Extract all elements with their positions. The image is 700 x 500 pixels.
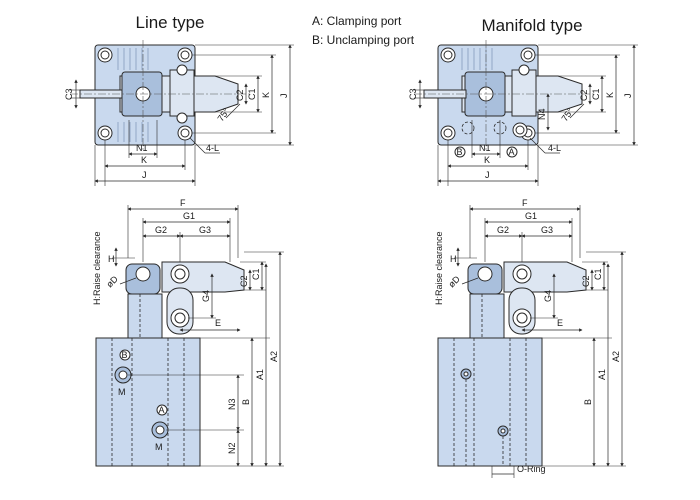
dim-g1-manifold: G1 [525,211,537,221]
port-b-manifold-top: B [457,147,463,157]
dim-n3-line: N3 [227,398,237,410]
port-a-side-line: A [159,405,165,415]
dim-k-horiz-manifold: K [484,155,490,165]
dim-d-line: øD [104,274,120,290]
dim-e-line: E [215,318,221,328]
dim-4l-line: 4-L [206,143,219,153]
port-a-manifold-top: A [509,147,515,157]
dim-j-vert-manifold: J [623,94,633,99]
raise-clearance-line: H:Raise clearance [92,231,102,305]
dim-c3-line: C3 [64,88,74,100]
dim-c3-manifold: C3 [408,88,418,100]
dim-g3-line: G3 [199,225,211,235]
dim-c2-top-line: C2 [235,89,245,101]
dim-g1-line: G1 [183,211,195,221]
manifold-type-title: Manifold type [481,16,582,35]
line-side-view: F G1 G2 G3 H:Raise clearance H øD G4 E [92,198,284,467]
manifold-side-view: F G1 G2 G3 H:Raise clearance H øD G4 E C… [434,198,626,478]
dim-n4-manifold: N4 [537,108,547,120]
dim-g2-manifold: G2 [497,225,509,235]
dim-b-line: B [241,399,251,405]
dim-4l-manifold: 4-L [548,143,561,153]
raise-clearance-manifold: H:Raise clearance [434,231,444,305]
dim-e-manifold: E [557,318,563,328]
dim-c1-side-manifold: C1 [593,268,603,280]
dim-j-horiz-manifold: J [485,170,490,180]
port-m-upper-line: M [118,387,126,397]
dim-a2-line: A2 [269,351,279,362]
dim-j-vert-line: J [279,94,289,99]
dim-k-vert-manifold: K [605,92,615,98]
line-top-view: 75° C3 C2 C1 K J N1 K J 4-L [64,40,294,186]
dim-j-horiz-line: J [142,170,147,180]
dim-g3-manifold: G3 [541,225,553,235]
dim-n1-manifold: N1 [479,143,491,153]
dim-c2-side-manifold: C2 [581,275,591,287]
dim-d-manifold: øD [446,274,462,290]
dim-b-manifold: B [583,399,593,405]
port-m-lower-line: M [155,442,163,452]
dim-a1-line: A1 [255,369,265,380]
dim-n2-line: N2 [227,442,237,454]
dim-h-line: H [108,254,115,264]
dim-a2-manifold: A2 [611,351,621,362]
dim-a1-manifold: A1 [597,369,607,380]
legend-unclamping-port: B: Unclamping port [312,33,415,47]
port-b-side-line: B [122,350,128,360]
dim-n1-line: N1 [136,143,148,153]
dim-c2-manifold: C2 [579,89,589,101]
dim-h-manifold: H [450,254,457,264]
legend-clamping-port: A: Clamping port [312,14,402,28]
dim-g4-manifold: G4 [543,290,553,302]
dim-c1-side-line: C1 [251,268,261,280]
dim-k-vert-line: K [261,92,271,98]
dim-g4-line: G4 [201,290,211,302]
dim-c2-side-line: C2 [239,275,249,287]
oring-label: O-Ring [517,464,546,474]
manifold-top-view: B A 75° C3 N4 C2 C1 K J N1 K J 4-L [408,40,638,186]
dim-f-manifold: F [522,198,528,208]
dim-c1-top-line: C1 [247,88,257,100]
dim-g2-line: G2 [155,225,167,235]
line-type-title: Line type [136,13,205,32]
dim-f-line: F [180,198,186,208]
dim-k-horiz-line: K [141,155,147,165]
dim-c1-manifold: C1 [591,88,601,100]
